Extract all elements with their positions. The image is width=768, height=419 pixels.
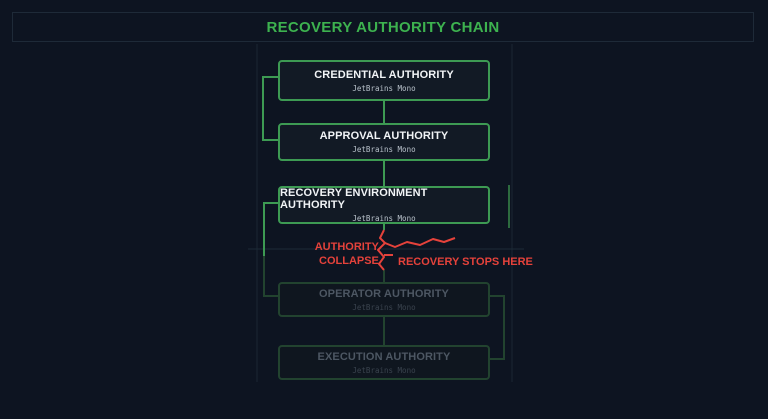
node-sublabel: JetBrains Mono [352,145,416,154]
fracture-crack [377,229,386,271]
node-credential-authority: CREDENTIAL AUTHORITY JetBrains Mono [278,60,490,101]
node-execution-authority: EXECUTION AUTHORITY JetBrains Mono [278,345,490,380]
collapse-line-1: AUTHORITY [314,241,379,253]
node-label: CREDENTIAL AUTHORITY [314,68,454,81]
authority-collapse-label: AUTHORITY COLLAPSE [313,240,379,268]
node-label: APPROVAL AUTHORITY [319,130,449,142]
node-label: RECOVERY ENVIRONMENT AUTHORITY [280,187,428,211]
node-sublabel: JetBrains Mono [352,365,416,375]
node-sublabel: JetBrains Mono [352,214,416,223]
collapse-line-2: COLLAPSE [319,255,379,267]
left-bracket-mid [263,202,278,256]
left-bracket-dim [263,256,278,297]
title-bar: RECOVERY AUTHORITY CHAIN [12,12,754,42]
fracture-branch [384,237,456,248]
recovery-stops-label: RECOVERY STOPS HERE [398,256,533,268]
right-bracket-dim [490,295,505,360]
diagram-title: RECOVERY AUTHORITY CHAIN [266,18,500,36]
node-label: OPERATOR AUTHORITY [319,287,449,300]
left-bracket-top [262,76,278,141]
node-recovery-environment-authority: RECOVERY ENVIRONMENT AUTHORITY JetBrains… [278,186,490,224]
node-approval-authority: APPROVAL AUTHORITY JetBrains Mono [278,123,490,161]
node-sublabel: JetBrains Mono [352,302,416,312]
node-sublabel: JetBrains Mono [352,83,416,93]
node-label: EXECUTION AUTHORITY [317,350,451,363]
node-operator-authority: OPERATOR AUTHORITY JetBrains Mono [278,282,490,317]
